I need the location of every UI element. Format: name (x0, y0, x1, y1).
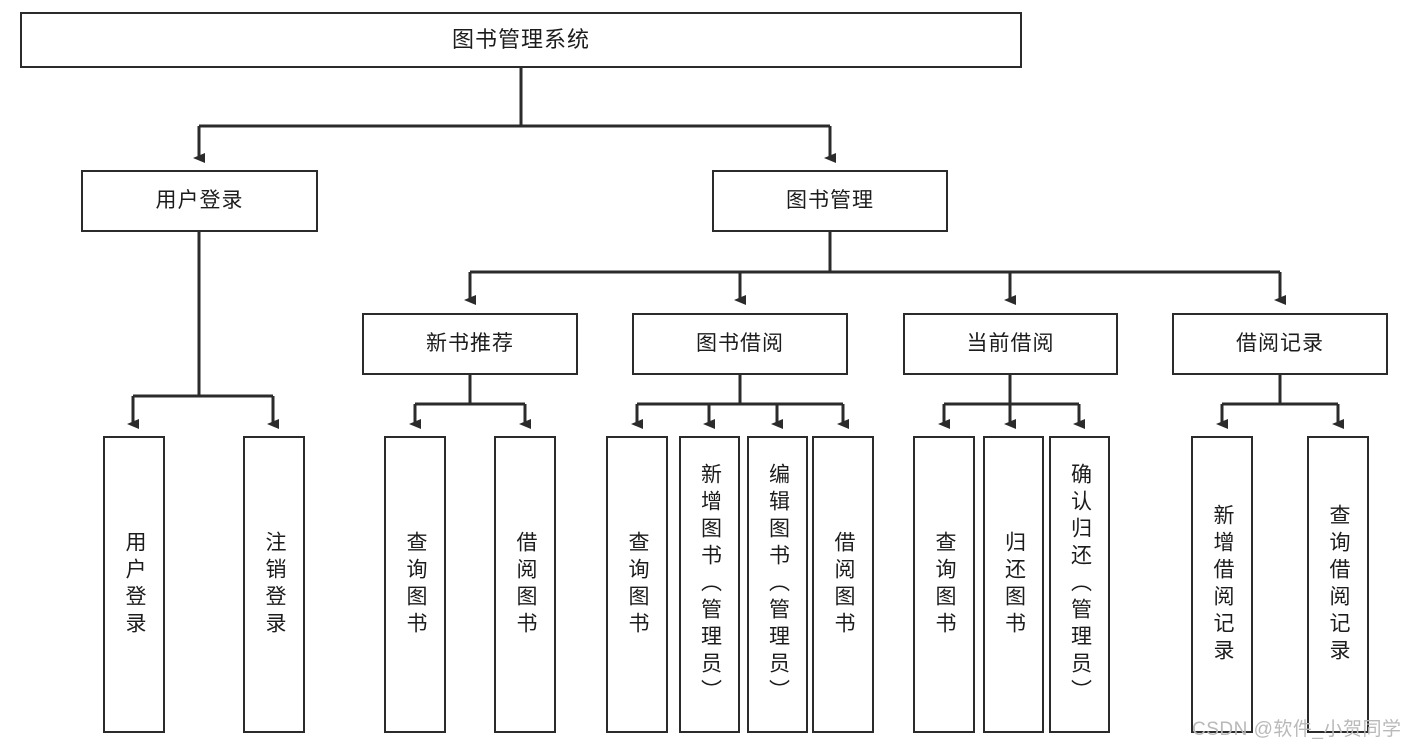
leaf-book-borrow-edit-book-admin[interactable]: 编辑图书（管理员） (747, 436, 808, 733)
node-label: 图书管理系统 (451, 26, 590, 52)
node-label: 归还图书 (1002, 530, 1026, 639)
node-label: 图书借阅 (696, 332, 784, 356)
leaf-current-borrow-query-book[interactable]: 查询图书 (913, 436, 975, 733)
node-label: 确认归还（管理员） (1068, 463, 1092, 706)
node-label: 新增借阅记录 (1211, 503, 1235, 666)
node-label: 编辑图书（管理员） (766, 463, 790, 706)
leaf-book-borrow-add-book-admin[interactable]: 新增图书（管理员） (679, 436, 740, 733)
leaf-user-login-logout[interactable]: 注销登录 (243, 436, 305, 733)
leaf-borrow-record-query-record[interactable]: 查询借阅记录 (1307, 436, 1369, 733)
node-book-borrow[interactable]: 图书借阅 (632, 313, 848, 375)
node-label: 当前借阅 (966, 332, 1055, 356)
node-root-book-management-system[interactable]: 图书管理系统 (20, 12, 1022, 68)
node-label: 借阅图书 (832, 530, 856, 639)
node-book-management[interactable]: 图书管理 (712, 170, 948, 232)
node-new-book-recommend[interactable]: 新书推荐 (362, 313, 578, 375)
node-current-borrow[interactable]: 当前借阅 (903, 313, 1118, 375)
node-label: 查询借阅记录 (1327, 503, 1351, 666)
node-label: 新增图书（管理员） (698, 463, 722, 706)
leaf-book-borrow-borrow-book[interactable]: 借阅图书 (812, 436, 874, 733)
node-label: 用户登录 (155, 189, 244, 213)
node-user-login[interactable]: 用户登录 (81, 170, 318, 232)
node-label: 新书推荐 (426, 332, 514, 356)
node-label: 查询图书 (933, 530, 957, 639)
leaf-current-borrow-confirm-return-admin[interactable]: 确认归还（管理员） (1049, 436, 1110, 733)
node-label: 借阅图书 (514, 530, 538, 639)
leaf-current-borrow-return-book[interactable]: 归还图书 (983, 436, 1044, 733)
watermark-text: CSDN @软件_小贺同学 (1192, 719, 1402, 740)
node-label: 查询图书 (404, 530, 428, 639)
node-label: 查询图书 (626, 530, 650, 639)
node-borrow-record[interactable]: 借阅记录 (1172, 313, 1388, 375)
node-label: 注销登录 (263, 530, 287, 639)
leaf-user-login-login[interactable]: 用户登录 (103, 436, 165, 733)
leaf-borrow-record-add-record[interactable]: 新增借阅记录 (1191, 436, 1253, 733)
leaf-new-book-query-book[interactable]: 查询图书 (384, 436, 446, 733)
node-label: 借阅记录 (1236, 332, 1324, 356)
node-label: 图书管理 (786, 189, 874, 213)
leaf-book-borrow-query-book[interactable]: 查询图书 (606, 436, 668, 733)
node-label: 用户登录 (123, 530, 147, 639)
leaf-new-book-borrow-book[interactable]: 借阅图书 (494, 436, 556, 733)
